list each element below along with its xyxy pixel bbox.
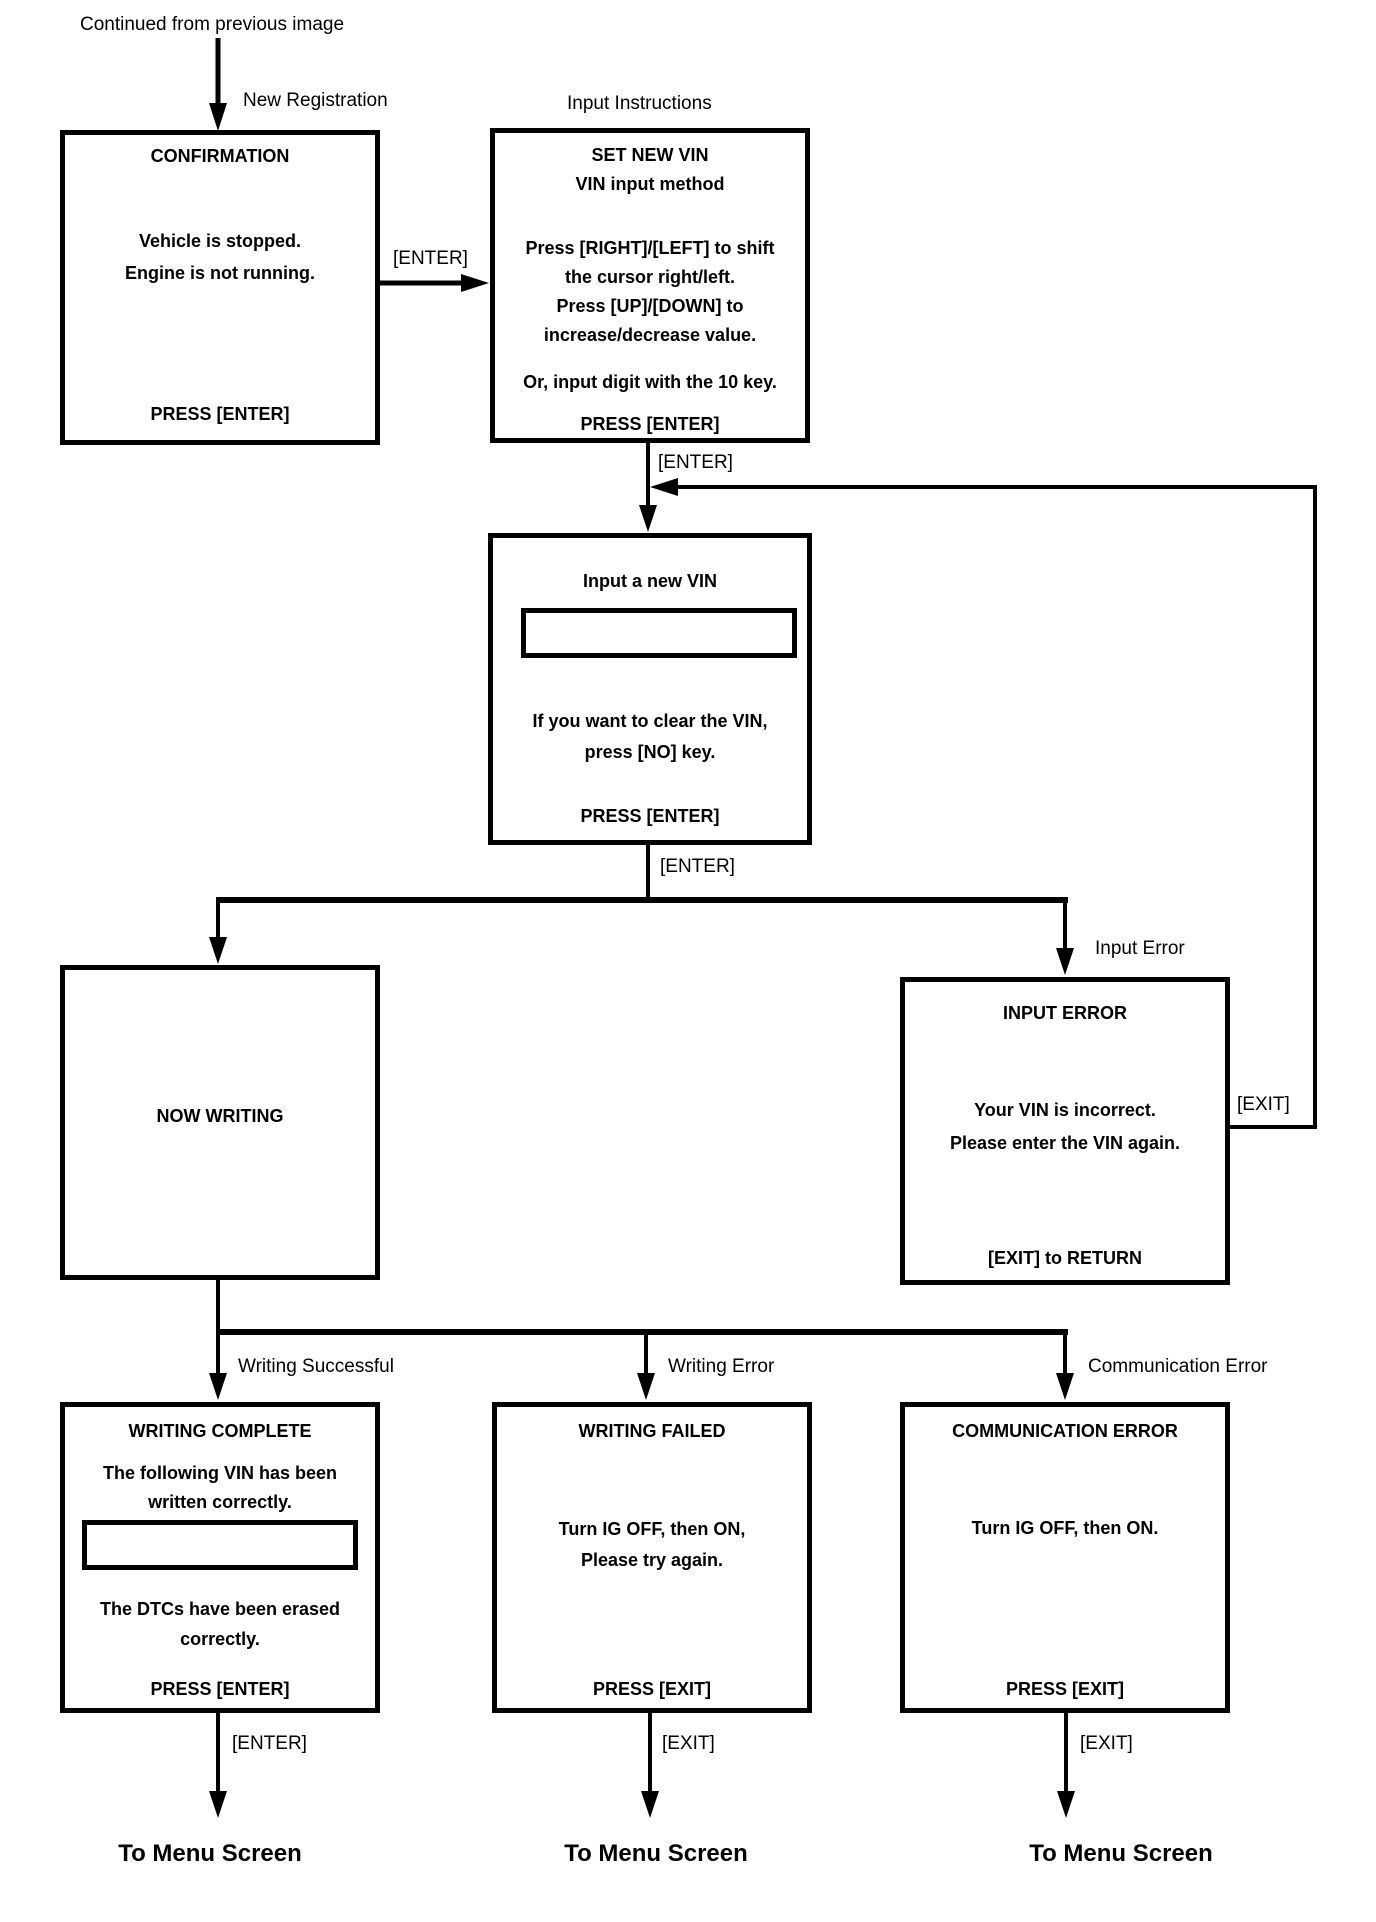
node-input-vin: Input a new VIN If you want to clear the… — [488, 533, 812, 845]
node-confirmation: CONFIRMATION Vehicle is stopped. Engine … — [60, 130, 380, 445]
label-new-registration: New Registration — [243, 90, 388, 111]
node-communication-error-line: Turn IG OFF, then ON. — [971, 1518, 1159, 1538]
node-now-writing-title: NOW WRITING — [156, 1106, 284, 1126]
node-writing-complete: WRITING COMPLETE The following VIN has b… — [60, 1402, 380, 1713]
node-input-error-footer: [EXIT] to RETURN — [988, 1248, 1142, 1268]
node-writing-failed-footer: PRESS [EXIT] — [592, 1679, 712, 1699]
node-writing-failed-line: Please try again. — [580, 1550, 724, 1570]
arrow-complete-to-menu — [209, 1713, 227, 1818]
node-writing-complete-footer: PRESS [ENTER] — [150, 1679, 290, 1699]
node-instructions-line: the cursor right/left. — [564, 267, 735, 287]
node-writing-complete-title: WRITING COMPLETE — [128, 1421, 312, 1441]
edge-label-enter-1: [ENTER] — [393, 248, 468, 269]
node-instructions: SET NEW VIN VIN input method Press [RIGH… — [490, 128, 810, 443]
node-input-error-title: INPUT ERROR — [1002, 1003, 1127, 1023]
edge-label-exit-bottom-right: [EXIT] — [1080, 1733, 1133, 1754]
label-input-error: Input Error — [1095, 938, 1185, 959]
connector-input-error-exit-return — [650, 478, 1317, 1129]
terminal-to-menu-screen: To Menu Screen — [1029, 1840, 1213, 1867]
node-instructions-footer: PRESS [ENTER] — [580, 414, 720, 434]
node-communication-error-footer: PRESS [EXIT] — [1005, 1679, 1125, 1699]
arrow-instructions-to-input-vin — [639, 443, 657, 532]
node-instructions-note: Or, input digit with the 10 key. — [523, 372, 777, 392]
edge-label-enter-bottom: [ENTER] — [232, 1733, 307, 1754]
node-confirmation-footer: PRESS [ENTER] — [150, 404, 290, 424]
node-writing-complete-line: The following VIN has been — [102, 1463, 338, 1483]
terminal-to-menu-screen: To Menu Screen — [118, 1840, 302, 1867]
node-instructions-line: increase/decrease value. — [543, 325, 757, 345]
node-now-writing: NOW WRITING — [60, 965, 380, 1280]
node-input-vin-line: press [NO] key. — [584, 742, 716, 762]
connector-input-vin-branch — [209, 845, 1074, 975]
node-input-vin-title: Input a new VIN — [582, 571, 717, 591]
node-input-error-line: Your VIN is incorrect. — [974, 1100, 1156, 1120]
written-vin-field — [82, 1520, 358, 1570]
node-instructions-line: Press [UP]/[DOWN] to — [556, 296, 744, 316]
edge-label-exit-return: [EXIT] — [1237, 1094, 1290, 1115]
node-writing-failed: WRITING FAILED Turn IG OFF, then ON, Ple… — [492, 1402, 812, 1713]
edge-label-exit-bottom-mid: [EXIT] — [662, 1733, 715, 1754]
node-confirmation-title: CONFIRMATION — [150, 146, 290, 166]
node-writing-complete-line: The DTCs have been erased — [99, 1599, 341, 1619]
arrow-continued-to-confirmation — [209, 38, 227, 131]
connector-now-writing-branch — [209, 1280, 1074, 1400]
node-writing-failed-line: Turn IG OFF, then ON, — [558, 1519, 746, 1539]
node-instructions-subtitle: VIN input method — [575, 174, 725, 194]
arrow-failed-to-menu — [641, 1713, 659, 1818]
node-writing-complete-line: written correctly. — [148, 1492, 292, 1512]
arrow-confirmation-to-instructions — [380, 274, 489, 292]
node-input-error: INPUT ERROR Your VIN is incorrect. Pleas… — [900, 977, 1230, 1285]
label-writing-error: Writing Error — [668, 1356, 775, 1377]
node-confirmation-line: Vehicle is stopped. — [138, 231, 302, 251]
label-input-instructions: Input Instructions — [567, 93, 712, 114]
node-instructions-title: SET NEW VIN — [591, 145, 709, 165]
continued-note: Continued from previous image — [80, 14, 345, 35]
arrow-comm-error-to-menu — [1057, 1713, 1075, 1818]
terminal-to-menu-screen: To Menu Screen — [564, 1840, 748, 1867]
node-input-vin-line: If you want to clear the VIN, — [532, 711, 768, 731]
edge-label-enter-3: [ENTER] — [660, 856, 735, 877]
edge-label-enter-2: [ENTER] — [658, 452, 733, 473]
node-communication-error: COMMUNICATION ERROR Turn IG OFF, then ON… — [900, 1402, 1230, 1713]
node-confirmation-line: Engine is not running. — [125, 263, 315, 283]
node-communication-error-title: COMMUNICATION ERROR — [952, 1421, 1178, 1441]
label-writing-successful: Writing Successful — [238, 1356, 394, 1377]
node-instructions-line: Press [RIGHT]/[LEFT] to shift — [525, 238, 775, 258]
vin-input-field — [521, 608, 797, 658]
node-writing-complete-line: correctly. — [180, 1629, 260, 1649]
node-input-vin-footer: PRESS [ENTER] — [580, 806, 720, 826]
label-communication-error: Communication Error — [1088, 1356, 1268, 1377]
node-input-error-line: Please enter the VIN again. — [949, 1133, 1181, 1153]
node-writing-failed-title: WRITING FAILED — [578, 1421, 726, 1441]
